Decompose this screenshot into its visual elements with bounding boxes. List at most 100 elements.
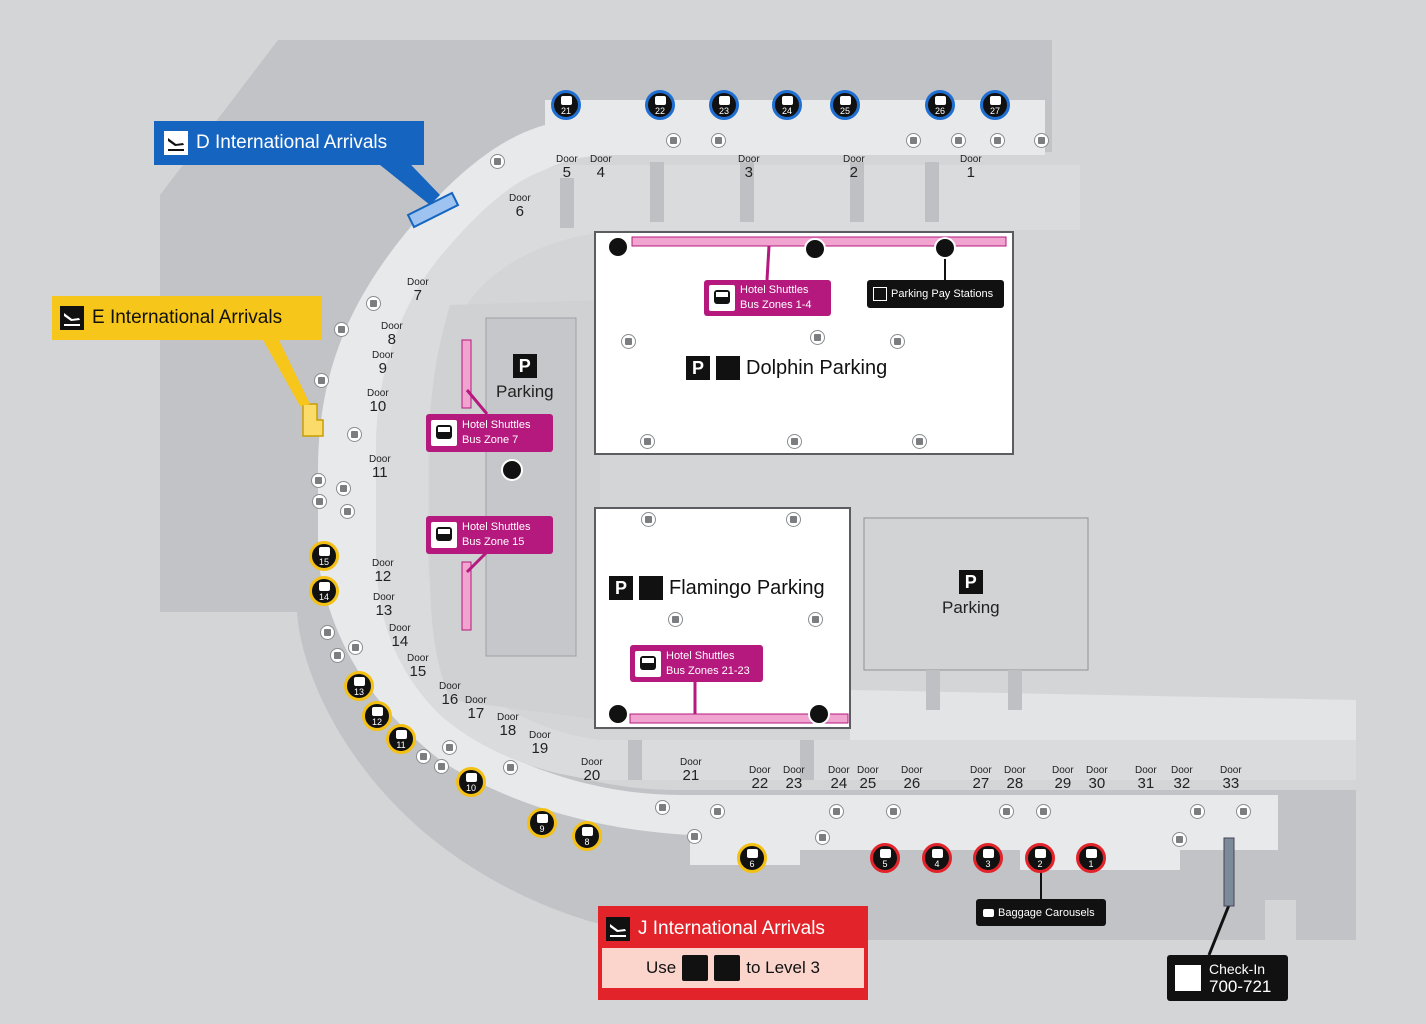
elevator-icon (640, 434, 655, 449)
elevator-icon (829, 804, 844, 819)
right-parking-label[interactable]: P Parking (942, 570, 1000, 618)
parking-pay-stations-label[interactable]: Parking Pay Stations (867, 280, 1004, 308)
dolphin-parking-title[interactable]: P Dolphin Parking (686, 356, 887, 380)
bus-icon (709, 285, 735, 311)
gate-12[interactable]: 12 (362, 701, 392, 731)
bus-icon (431, 420, 457, 446)
baggage-icon (983, 908, 994, 917)
gate-22[interactable]: 22 (645, 90, 675, 120)
gate-10[interactable]: 10 (456, 767, 486, 797)
escalator-icon (886, 804, 901, 819)
gate-25[interactable]: 25 (830, 90, 860, 120)
elevator-icon (912, 434, 927, 449)
parking-right (863, 517, 1089, 671)
gate-4[interactable]: 4 (922, 843, 952, 873)
pay-station-icon (808, 703, 830, 725)
e-international-arrivals-label[interactable]: E International Arrivals (52, 296, 322, 340)
d-international-arrivals-label[interactable]: D International Arrivals (154, 121, 424, 165)
baggage-icon (581, 827, 593, 836)
gate-6[interactable]: 6 (737, 843, 767, 873)
baggage-icon (879, 849, 891, 858)
baggage-icon (1034, 849, 1046, 858)
gate-23[interactable]: 23 (709, 90, 739, 120)
gate-27[interactable]: 27 (980, 90, 1010, 120)
plane-arrival-icon (60, 306, 84, 330)
restroom-icon (666, 133, 681, 148)
parking-icon: P (512, 354, 537, 378)
plane-arrival-icon (606, 917, 630, 941)
gate-11[interactable]: 11 (386, 724, 416, 754)
gate-13[interactable]: 13 (344, 671, 374, 701)
escalator-icon (312, 494, 327, 509)
elevator-icon (416, 749, 431, 764)
escalator-icon (434, 759, 449, 774)
j-international-arrivals-box[interactable]: J International Arrivals Use to Level 3 (598, 906, 868, 1000)
gate-15[interactable]: 15 (309, 541, 339, 571)
gate-14[interactable]: 14 (309, 576, 339, 606)
gate-3[interactable]: 3 (973, 843, 1003, 873)
gate-8[interactable]: 8 (572, 821, 602, 851)
pay-station-icon (934, 237, 956, 259)
gate-1[interactable]: 1 (1076, 843, 1106, 873)
gate-9[interactable]: 9 (527, 808, 557, 838)
gate-26[interactable]: 26 (925, 90, 955, 120)
baggage-icon (371, 707, 383, 716)
gate-24[interactable]: 24 (772, 90, 802, 120)
restroom-icon (490, 154, 505, 169)
baggage-icon (560, 96, 572, 105)
escalator-icon (330, 648, 345, 663)
shuttle-bar-left2 (461, 561, 472, 631)
elevator-icon (320, 625, 335, 640)
gate-21[interactable]: 21 (551, 90, 581, 120)
baggage-icon (931, 849, 943, 858)
flamingo-parking-title[interactable]: P Flamingo Parking (609, 576, 825, 600)
gate-5[interactable]: 5 (870, 843, 900, 873)
baggage-carousels-label[interactable]: Baggage Carousels (976, 899, 1106, 926)
gate-2[interactable]: 2 (1025, 843, 1055, 873)
shuttle-line2: Bus Zone 15 (462, 536, 525, 548)
center-parking-label[interactable]: P Parking (496, 354, 554, 402)
escalator-icon (1036, 804, 1051, 819)
pay-station-icon (873, 287, 887, 301)
baggage-icon (353, 677, 365, 686)
elevator-icon (787, 434, 802, 449)
